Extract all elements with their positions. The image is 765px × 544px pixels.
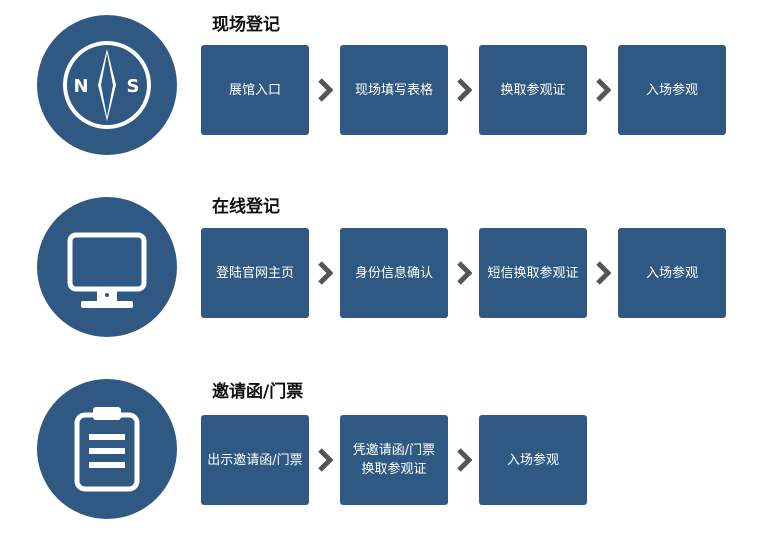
chevron-right-icon (457, 448, 472, 472)
chevron-right-icon (596, 261, 611, 285)
step-2-3: 短信换取参观证 (479, 228, 587, 318)
section-1-title: 现场登记 (212, 15, 280, 35)
chevron-right-icon (457, 261, 472, 285)
chevron-right-icon (318, 261, 333, 285)
step-3-3: 入场参观 (479, 415, 587, 505)
step-label: 展馆入口 (228, 82, 281, 98)
step-1-3: 换取参观证 (479, 45, 587, 135)
step-label: 现场填写表格 (354, 82, 433, 98)
step-3-2: 凭邀请函/门票 换取参观证 (340, 415, 448, 505)
step-label: 入场参观 (645, 82, 698, 98)
monitor-icon (67, 232, 147, 308)
step-3-1: 出示邀请函/门票 (201, 415, 309, 505)
step-label: 入场参观 (645, 265, 698, 281)
section-2-title: 在线登记 (212, 197, 280, 217)
step-label: 短信换取参观证 (487, 265, 579, 281)
section-1-icon-circle: N S (37, 15, 177, 155)
step-1-1: 展馆入口 (201, 45, 309, 135)
compass-south-label: S (127, 76, 140, 97)
step-label: 换取参观证 (500, 82, 566, 98)
clipboard-icon (74, 407, 140, 492)
step-label: 入场参观 (506, 452, 559, 468)
section-3-title: 邀请函/门票 (212, 382, 304, 402)
step-label: 身份信息确认 (354, 265, 433, 281)
chevron-right-icon (457, 78, 472, 102)
step-2-2: 身份信息确认 (340, 228, 448, 318)
section-3-icon-circle (37, 379, 177, 519)
step-label: 登陆官网主页 (215, 265, 294, 281)
step-1-2: 现场填写表格 (340, 45, 448, 135)
step-2-1: 登陆官网主页 (201, 228, 309, 318)
step-1-4: 入场参观 (618, 45, 726, 135)
chevron-right-icon (318, 448, 333, 472)
step-2-4: 入场参观 (618, 228, 726, 318)
step-label: 凭邀请函/门票 换取参观证 (352, 443, 436, 477)
chevron-right-icon (596, 78, 611, 102)
section-2-icon-circle (37, 197, 177, 337)
step-label: 出示邀请函/门票 (207, 452, 303, 468)
compass-icon: N S (63, 41, 151, 129)
compass-north-label: N (73, 76, 88, 97)
chevron-right-icon (318, 78, 333, 102)
